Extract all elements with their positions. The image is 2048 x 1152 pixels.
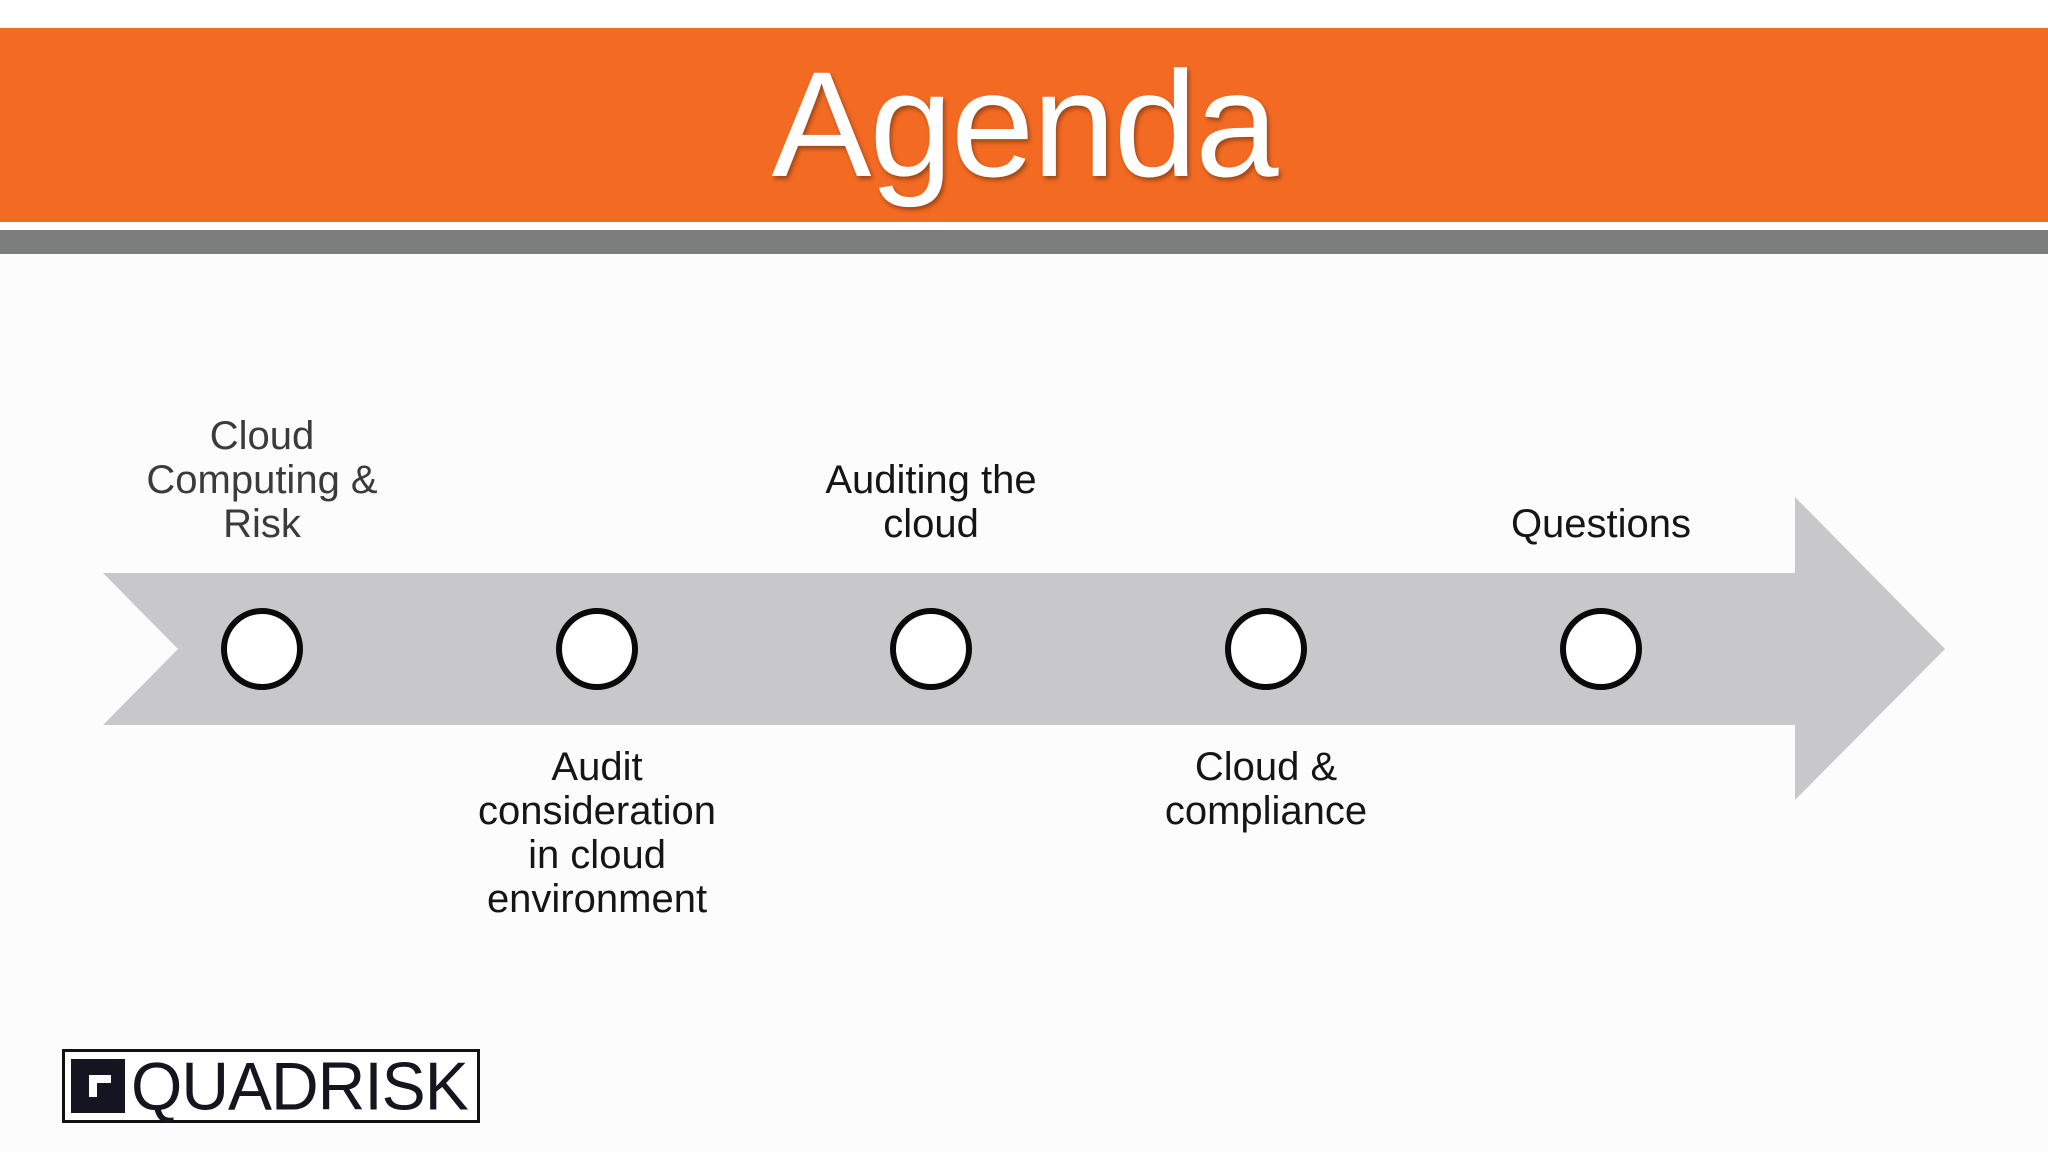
top-margin [0,0,2048,28]
timeline-node-5 [1560,608,1642,690]
logo-text: QUADRISK [131,1048,469,1124]
slide-title: Agenda [771,40,1278,208]
logo-mark-icon [71,1059,125,1113]
divider-bar [0,230,2048,254]
agenda-item-label-4: Cloud &compliance [1164,745,1368,833]
company-logo: QUADRISK [62,1049,480,1123]
title-band: Agenda [0,28,2048,222]
timeline-node-2 [556,608,638,690]
timeline-node-3 [890,608,972,690]
agenda-item-label-5: Questions [1510,502,1692,546]
title-gap [0,222,2048,230]
timeline-arrow [103,497,1945,800]
timeline-node-4 [1225,608,1307,690]
timeline-node-1 [221,608,303,690]
